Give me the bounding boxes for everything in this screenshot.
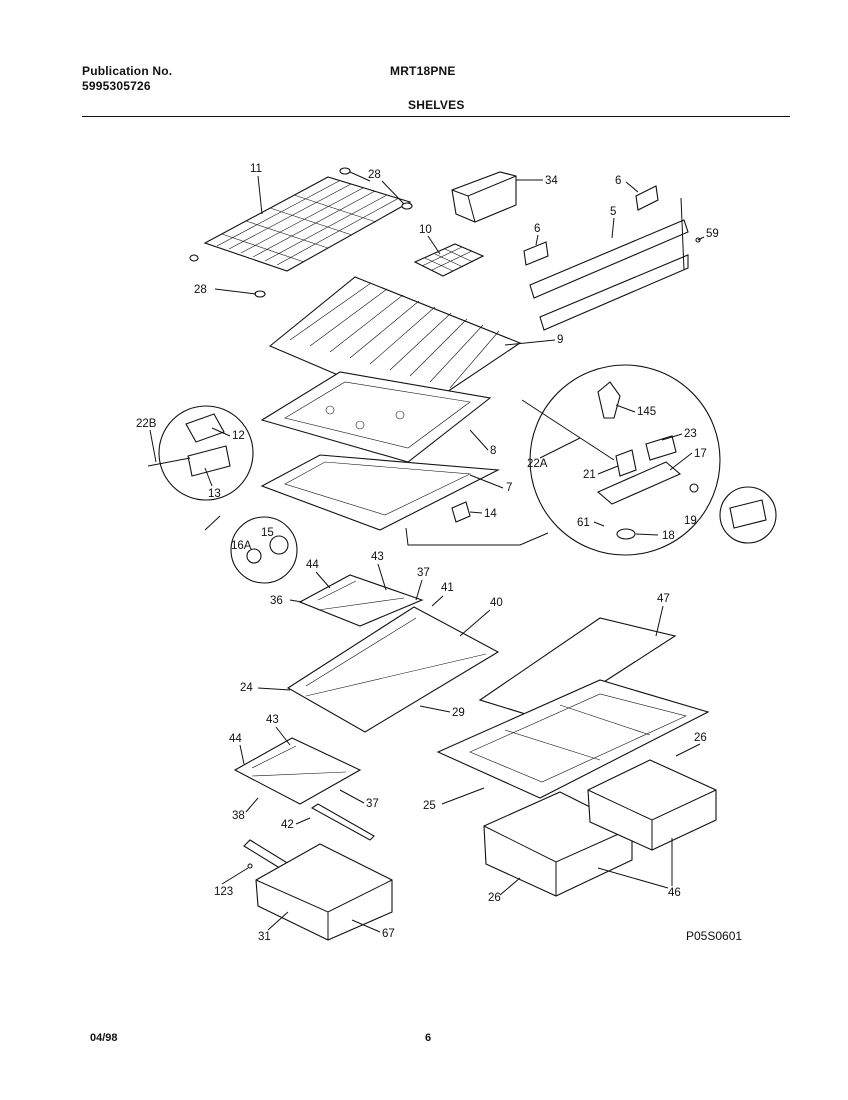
callout-label: 8 [490, 445, 496, 457]
callout-label: 5 [610, 206, 616, 218]
callout-label: 16A [231, 540, 252, 552]
callout-label: 21 [583, 469, 596, 481]
crisper-cover-frame [260, 371, 492, 463]
callout-label: 12 [232, 430, 245, 442]
callout-label: 7 [506, 482, 512, 494]
detail-circle-bottom [230, 516, 298, 584]
callout-label: 36 [270, 595, 283, 607]
footer-date: 04/98 [90, 1032, 118, 1044]
detail-circle-left [147, 405, 254, 501]
publication-label: Publication No. [82, 64, 173, 78]
shelf-support-clip [189, 167, 413, 298]
callout-label: 40 [490, 597, 503, 609]
callout-label: 25 [423, 800, 436, 812]
callout-label: 43 [266, 714, 279, 726]
callout-label: 26 [488, 892, 501, 904]
lower-glass-shelf [233, 737, 362, 805]
callout-label: 41 [441, 582, 454, 594]
callout-label: 61 [577, 517, 590, 529]
callout-label: 15 [261, 527, 274, 539]
callout-label: 31 [258, 931, 271, 943]
shelf-trim [310, 803, 375, 841]
callout-label: 22B [136, 418, 157, 430]
door-bin [451, 171, 517, 223]
callout-label: 6 [534, 223, 540, 235]
egg-tray [413, 243, 485, 277]
callout-label: 67 [382, 928, 395, 940]
callout-labels: 11 28 28 34 6 6 5 59 10 9 22B 12 13 8 7 … [136, 163, 719, 943]
callout-label: 19 [684, 515, 697, 527]
callout-label: 43 [371, 551, 384, 563]
callout-label: 22A [527, 458, 548, 470]
wire-shelf [203, 176, 412, 272]
model-number: MRT18PNE [390, 64, 456, 78]
callout-label: 47 [657, 593, 670, 605]
leader-line [204, 515, 549, 546]
switch-part [451, 501, 471, 523]
callout-label: 44 [229, 733, 242, 745]
callout-leaders [149, 171, 705, 933]
callout-label: 17 [694, 448, 707, 460]
small-glass-shelf [298, 574, 424, 627]
callout-label: 13 [208, 488, 221, 500]
callout-label: 14 [484, 508, 497, 520]
callout-label: 42 [281, 819, 294, 831]
crisper-frame [436, 679, 710, 799]
diagram-code: P05S0601 [686, 929, 742, 943]
callout-label: 24 [240, 682, 253, 694]
detail-circle-right [521, 364, 777, 556]
callout-label: 29 [452, 707, 465, 719]
publication-number: 5995305726 [82, 79, 151, 93]
callout-label: 37 [417, 567, 430, 579]
screw [247, 863, 253, 869]
callout-label: 9 [557, 334, 563, 346]
header-rule [82, 116, 790, 117]
shelf-rail [523, 185, 701, 331]
callout-label: 37 [366, 798, 379, 810]
crisper-glass-cover [478, 617, 677, 721]
callout-label: 34 [545, 175, 558, 187]
large-glass-shelf [286, 606, 500, 733]
callout-label: 145 [637, 406, 656, 418]
callout-label: 123 [214, 886, 233, 898]
section-title: SHELVES [408, 98, 465, 112]
callout-label: 10 [419, 224, 432, 236]
crisper-drawer [483, 759, 717, 897]
callout-label: 28 [194, 284, 207, 296]
callout-label: 6 [615, 175, 621, 187]
callout-label: 23 [684, 428, 697, 440]
callout-label: 28 [368, 169, 381, 181]
callout-label: 59 [706, 228, 719, 240]
shelf-tray [260, 454, 500, 531]
page-number: 6 [425, 1032, 432, 1044]
callout-label: 11 [250, 163, 262, 175]
callout-label: 46 [668, 887, 681, 899]
callout-label: 26 [694, 732, 707, 744]
callout-label: 18 [662, 530, 675, 542]
callout-label: 44 [306, 559, 319, 571]
meat-drawer [255, 843, 393, 941]
callout-label: 38 [232, 810, 245, 822]
